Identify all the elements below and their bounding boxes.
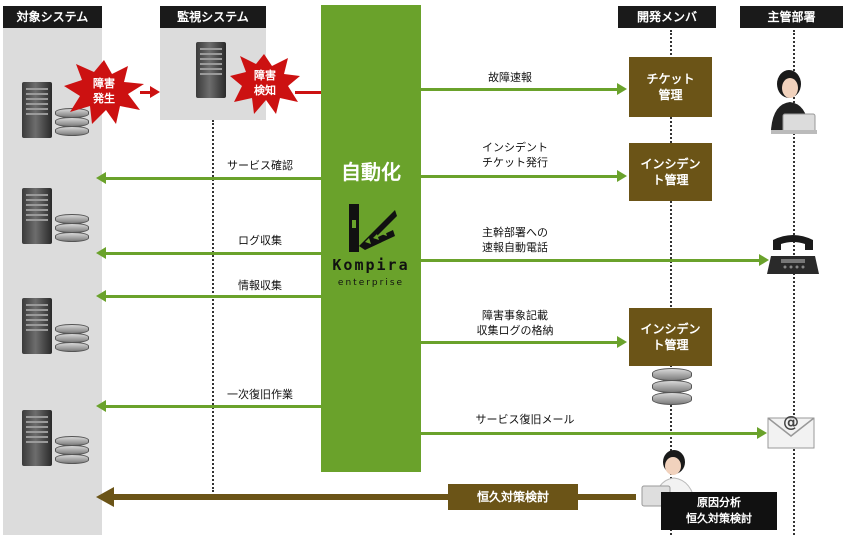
root-cause-note: 原因分析 恒久対策検討 (661, 492, 777, 530)
flow-auto-call-head (759, 254, 769, 266)
flow-incident-ticket-line (421, 175, 619, 178)
header-dev-member: 開発メンバ (618, 6, 716, 28)
server-icon (22, 188, 52, 244)
incident-management-box-2: インシデン ト管理 (629, 308, 712, 366)
flow-info-collect-head (96, 290, 106, 302)
flow-incident-ticket-head (617, 170, 627, 182)
flow-fault-report-line (421, 88, 619, 91)
flow-recovery-mail-head (757, 427, 767, 439)
flow-service-check-label: サービス確認 (227, 159, 293, 172)
flow-log-collect-line (106, 252, 321, 255)
disk-stack-icon (55, 436, 89, 464)
automation-title: 自動化 (341, 160, 401, 184)
dev-disk-stack-icon (652, 368, 692, 405)
flow-fault-report-head (617, 83, 627, 95)
flow-log-store-label: 障害事象記載 収集ログの格納 (476, 309, 554, 337)
flow-auto-call-line (421, 259, 761, 262)
flow-log-collect-head (96, 247, 106, 259)
flow-info-collect-line (106, 295, 321, 298)
phone-icon (767, 235, 819, 274)
permanent-measure-arrow-head (96, 487, 114, 507)
kompira-brand: Kompira (332, 256, 410, 274)
server-icon (22, 82, 52, 138)
flow-info-collect-label: 情報収集 (238, 279, 282, 292)
flow-log-store-head (617, 336, 627, 348)
dept-lifeline (793, 30, 795, 535)
header-dept: 主管部署 (740, 6, 843, 28)
detect-label: 障害 検知 (254, 69, 276, 97)
kompira-brand-sub: enterprise (337, 278, 405, 288)
mail-icon (767, 417, 815, 449)
flow-recovery-mail-line (421, 432, 759, 435)
fault-arrow-line (140, 91, 152, 94)
fault-burst-icon (64, 60, 144, 124)
permanent-measure-label: 恒久対策検討 (448, 484, 578, 510)
flow-log-collect-label: ログ収集 (238, 234, 282, 247)
flow-recovery-mail-label: サービス復旧メール (475, 413, 575, 426)
permanent-measure-arrow-line (114, 494, 636, 500)
dev-lifeline (670, 30, 672, 535)
flow-primary-recovery-label: 一次復旧作業 (227, 388, 293, 401)
disk-stack-icon (55, 324, 89, 352)
server-icon (22, 298, 52, 354)
flow-primary-recovery-line (106, 405, 321, 408)
server-icon (22, 410, 52, 466)
fault-arrow-head (150, 86, 160, 98)
ticket-management-box: チケット 管理 (629, 57, 712, 117)
fault-label: 障害 発生 (93, 77, 115, 105)
header-monitor-system: 監視システム (160, 6, 266, 28)
kompira-logo-icon (349, 204, 397, 252)
flow-auto-call-label: 主幹部署への 速報自動電話 (482, 226, 548, 254)
detect-burst-icon (230, 54, 300, 114)
flow-incident-ticket-label: インシデント チケット発行 (482, 141, 548, 169)
flow-log-store-line (421, 341, 619, 344)
dept-person-laptop-icon (771, 70, 817, 134)
monitor-server-icon (196, 42, 226, 98)
disk-stack-icon (55, 214, 89, 242)
mail-at-icon: @ (783, 412, 799, 431)
incident-management-box-1: インシデン ト管理 (629, 143, 712, 201)
detect-arrow-line (295, 91, 321, 94)
disk-stack-icon (55, 108, 89, 136)
flow-service-check-line (106, 177, 321, 180)
header-target-system: 対象システム (3, 6, 102, 28)
flow-primary-recovery-head (96, 400, 106, 412)
monitor-lifeline (212, 120, 214, 492)
flow-service-check-head (96, 172, 106, 184)
flow-fault-report-label: 故障速報 (488, 71, 532, 84)
